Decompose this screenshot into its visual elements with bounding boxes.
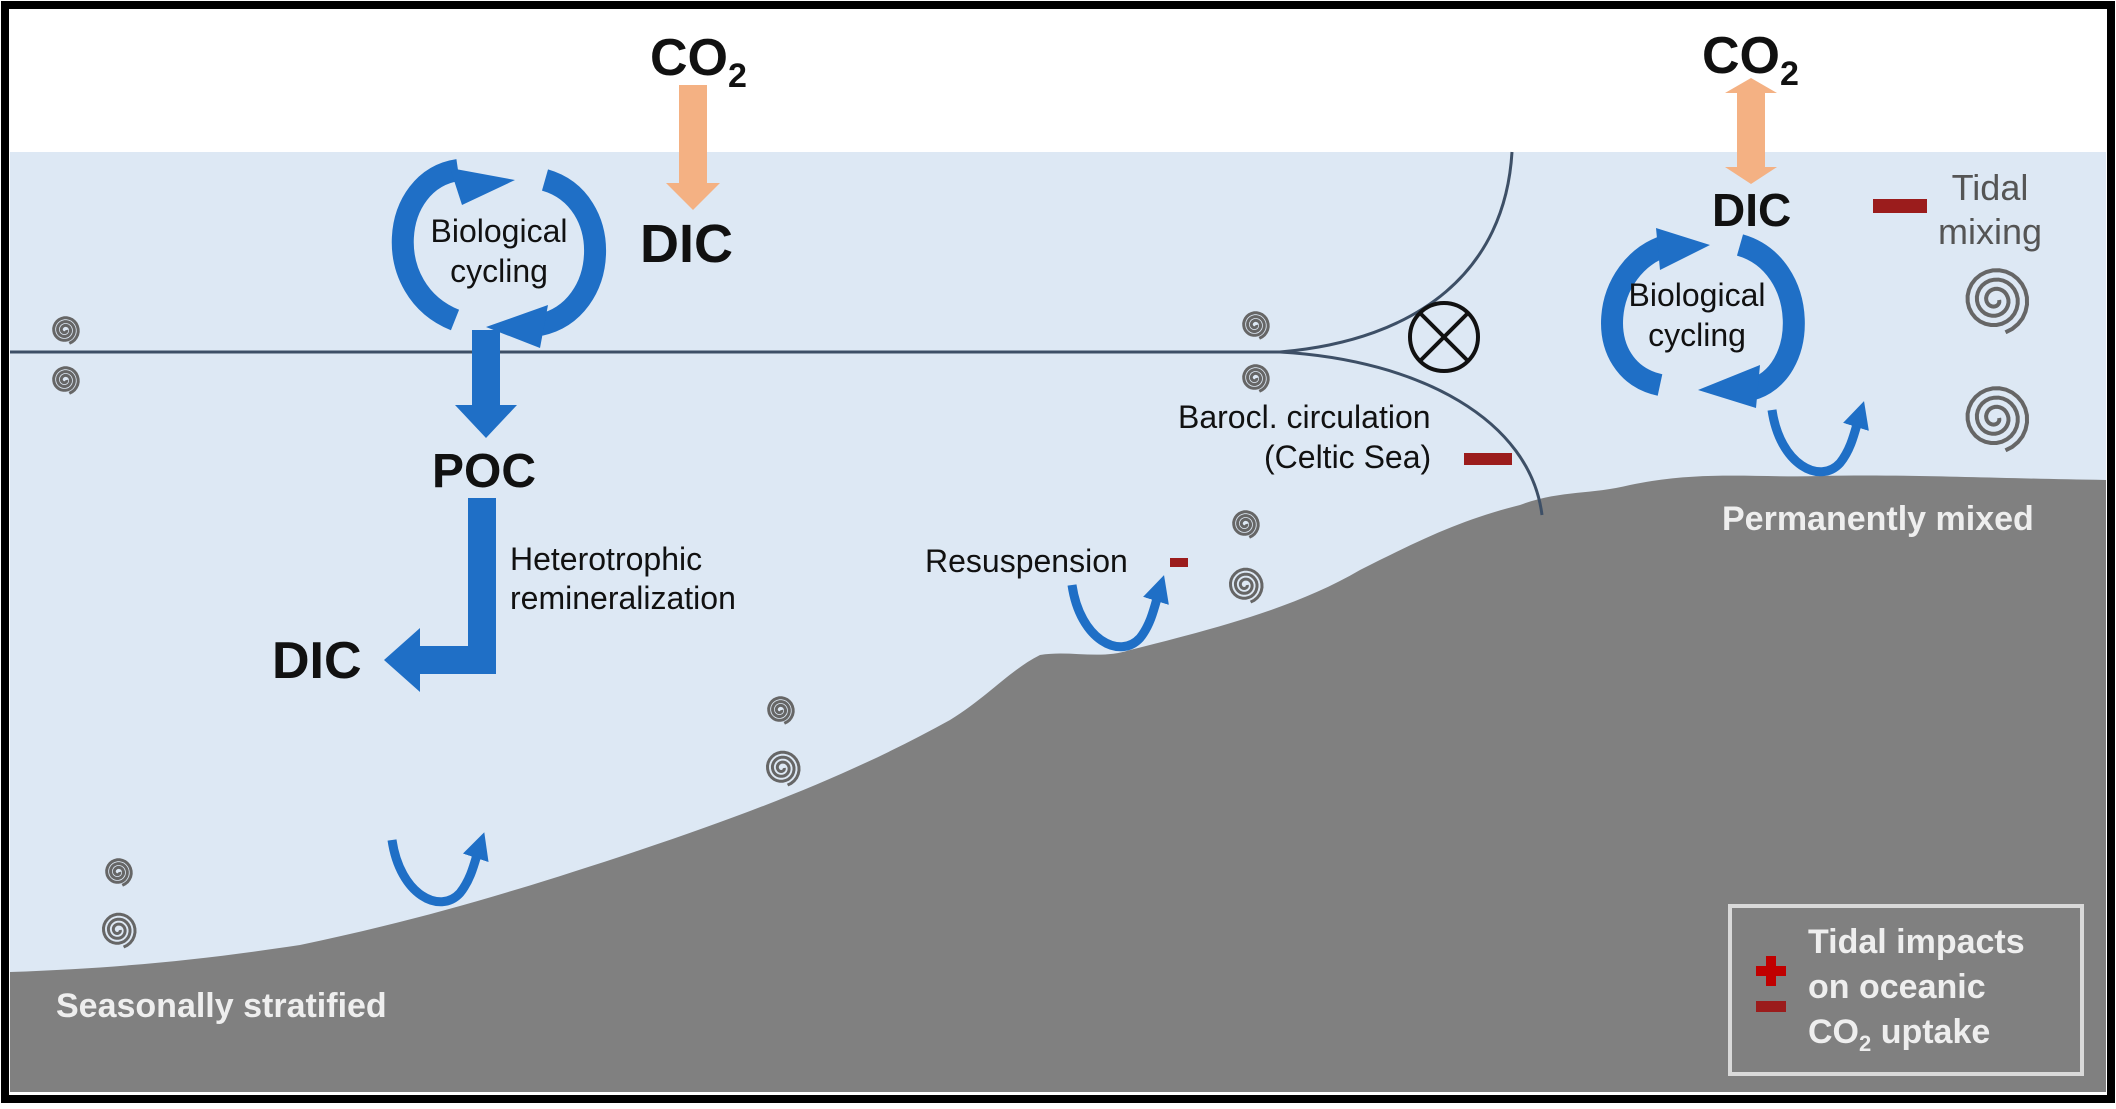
seabed xyxy=(10,475,2106,1092)
bio-cycle-left xyxy=(391,159,606,348)
into-page-symbol xyxy=(1408,301,1480,373)
co2-bidirectional-arrow xyxy=(1725,78,1777,184)
legend: Tidal impacts on oceanic CO2 uptake xyxy=(1728,904,2084,1076)
resuspension-arrow-middle xyxy=(1067,575,1169,652)
svg-text:CO2: CO2 xyxy=(1702,27,1799,93)
front-upper-curve xyxy=(1279,151,1514,354)
legend-line2: on oceanic xyxy=(1808,968,1986,1006)
barocl-negative-marker xyxy=(1464,453,1512,465)
swirl-icon xyxy=(767,696,795,725)
legend-line1: Tidal impacts xyxy=(1808,923,2025,961)
swirl-icon xyxy=(52,316,80,345)
hetero-line1: Heterotrophic xyxy=(510,541,702,577)
bio-right-line1: Biological xyxy=(1629,277,1766,313)
bio-left-line2: cycling xyxy=(450,253,548,289)
svg-text:CO2: CO2 xyxy=(650,29,747,95)
resuspension-label: Resuspension xyxy=(925,543,1128,579)
swirl-icon xyxy=(105,858,133,887)
remineralization-arrow xyxy=(384,498,496,692)
legend-minus-icon xyxy=(1756,1001,1786,1012)
tidal-mixing-line1: Tidal xyxy=(1952,167,2029,208)
swirl-icon xyxy=(1232,510,1260,539)
barocl-line2: (Celtic Sea) xyxy=(1264,439,1431,475)
dic-bottom-left-label: DIC xyxy=(272,632,362,690)
permanently-mixed-label: Permanently mixed xyxy=(1722,500,2034,538)
hetero-line2: remineralization xyxy=(510,580,736,616)
bio-left-line1: Biological xyxy=(431,213,568,249)
resuspension-arrow-right xyxy=(1767,401,1869,477)
co2-right-label: CO2 xyxy=(1702,27,1799,93)
co2-left-label: CO2 xyxy=(650,29,747,95)
bio-right-line2: cycling xyxy=(1648,317,1746,353)
dic-right-label: DIC xyxy=(1712,184,1791,236)
swirl-icon xyxy=(1965,268,2030,335)
legend-plus-icon xyxy=(1756,956,1786,986)
swirl-icon xyxy=(1965,386,2030,453)
bio-to-poc-arrow xyxy=(455,330,517,438)
legend-box xyxy=(1728,904,2084,1076)
poc-label: POC xyxy=(432,445,536,498)
front-lower-curve xyxy=(1279,350,1544,516)
barocl-line1: Barocl. circulation xyxy=(1178,399,1431,435)
swirl-icon xyxy=(1242,364,1270,393)
resuspension-arrow-left xyxy=(387,832,489,907)
swirl-icon xyxy=(1242,311,1270,340)
swirl-icon xyxy=(101,912,137,949)
swirl-icon xyxy=(765,750,801,787)
swirl-icon xyxy=(52,366,80,395)
dic-top-left-label: DIC xyxy=(640,214,733,274)
tidal-mixing-negative-marker xyxy=(1873,199,1927,213)
resuspension-negative-marker xyxy=(1170,558,1188,567)
legend-line3: CO2 uptake xyxy=(1808,1013,1990,1056)
bio-cycle-right xyxy=(1601,228,1805,408)
swirl-icon xyxy=(1228,567,1264,604)
turbulence-swirls xyxy=(52,268,2030,949)
seasonally-stratified-label: Seasonally stratified xyxy=(56,987,387,1025)
co2-down-arrow xyxy=(666,85,720,210)
tidal-mixing-line2: mixing xyxy=(1938,211,2042,252)
